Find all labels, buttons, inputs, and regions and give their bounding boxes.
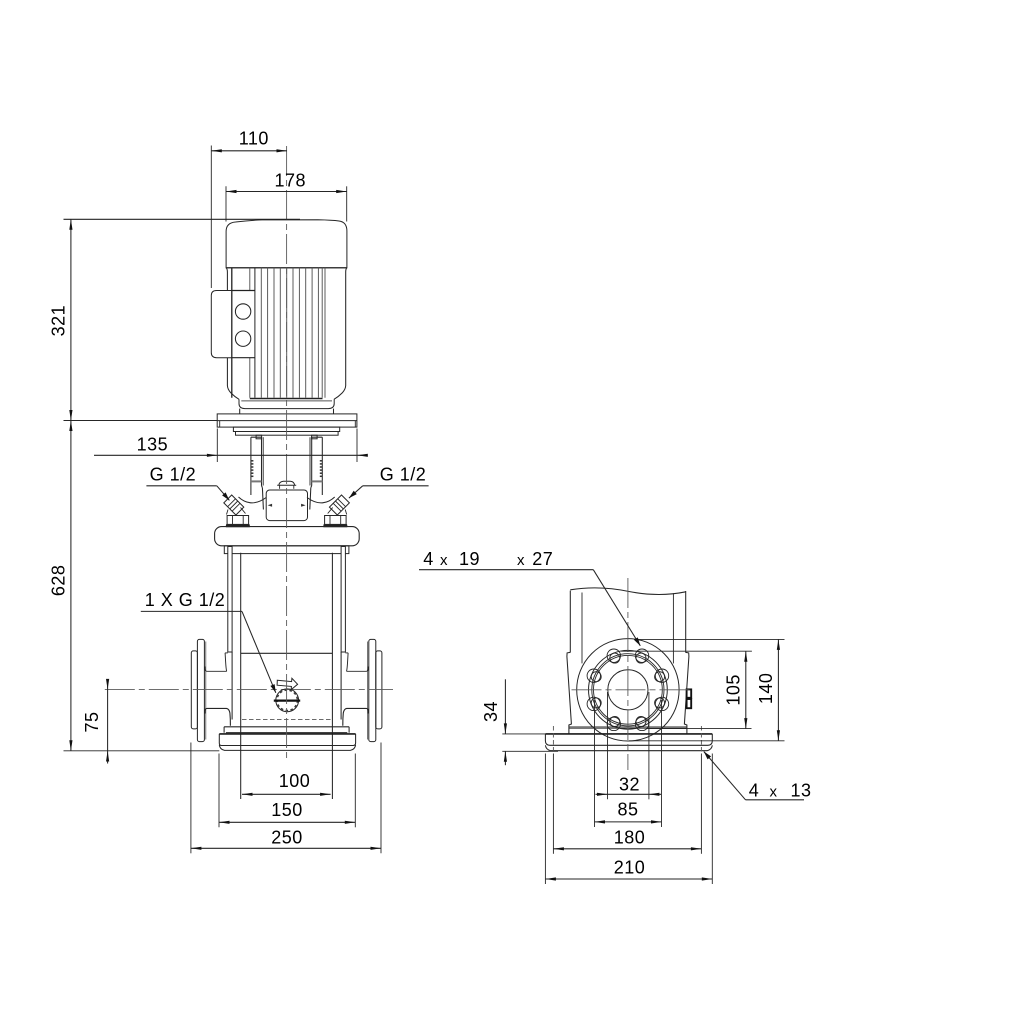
svg-text:321: 321 [48, 305, 68, 337]
svg-text:27: 27 [532, 549, 553, 569]
svg-text:250: 250 [271, 827, 303, 847]
svg-text:4: 4 [423, 549, 434, 569]
svg-text:100: 100 [279, 771, 311, 791]
svg-text:150: 150 [271, 800, 303, 820]
svg-text:1 X G 1/2: 1 X G 1/2 [145, 590, 226, 610]
svg-text:19: 19 [459, 549, 480, 569]
svg-text:210: 210 [614, 858, 646, 878]
svg-text:x: x [440, 552, 448, 569]
svg-text:32: 32 [619, 775, 640, 795]
svg-text:4: 4 [749, 781, 760, 801]
svg-text:x: x [517, 552, 525, 569]
svg-text:75: 75 [82, 711, 102, 732]
svg-text:13: 13 [790, 781, 811, 801]
svg-text:x: x [770, 784, 778, 801]
svg-text:135: 135 [137, 435, 169, 455]
svg-text:110: 110 [239, 129, 269, 149]
svg-text:628: 628 [48, 565, 68, 597]
svg-text:180: 180 [614, 828, 646, 848]
svg-text:140: 140 [756, 673, 776, 705]
svg-text:178: 178 [275, 171, 307, 191]
svg-text:85: 85 [617, 800, 638, 820]
svg-text:G 1/2: G 1/2 [380, 465, 427, 485]
svg-text:G 1/2: G 1/2 [150, 465, 197, 485]
svg-text:34: 34 [481, 701, 501, 722]
svg-text:105: 105 [724, 674, 744, 706]
